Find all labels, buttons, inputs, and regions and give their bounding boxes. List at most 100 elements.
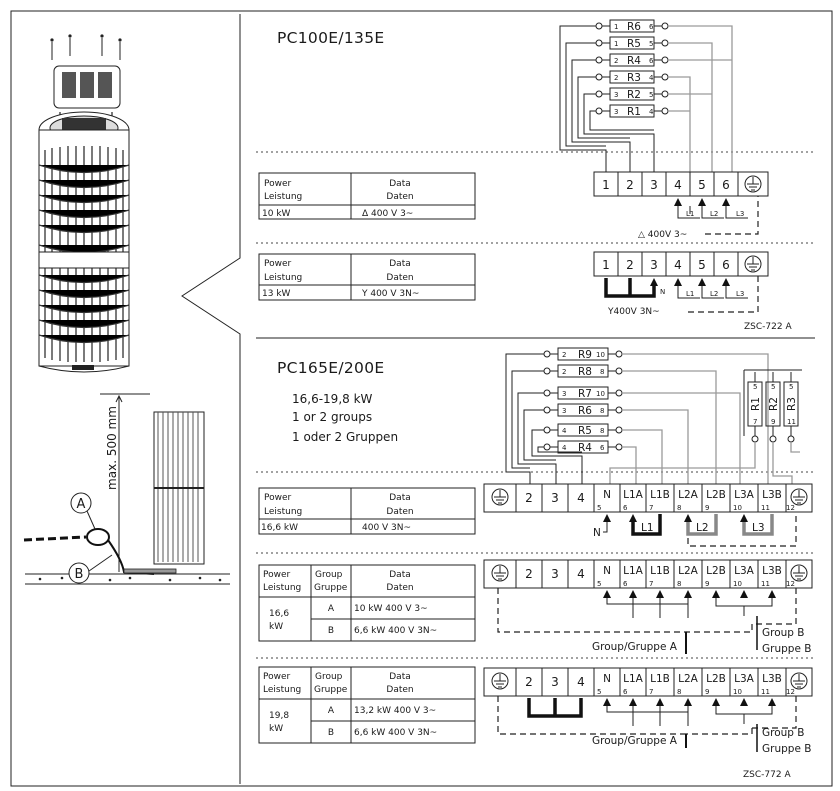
pc165-range: 16,6-19,8 kW (292, 392, 373, 406)
svg-text:Y 400 V 3N~: Y 400 V 3N~ (361, 289, 419, 299)
svg-text:10: 10 (596, 390, 605, 398)
pc100-pin: 4 (649, 108, 654, 116)
pc100-pin: 1 (614, 40, 618, 48)
svg-text:R8: R8 (578, 366, 592, 378)
svg-text:L2: L2 (696, 522, 709, 534)
svg-text:R5: R5 (578, 425, 592, 437)
svg-text:16,6: 16,6 (269, 609, 289, 619)
svg-text:11: 11 (787, 418, 796, 426)
svg-text:12: 12 (786, 580, 795, 588)
heater-illustration (38, 34, 130, 373)
svg-text:L1A: L1A (623, 673, 644, 685)
pc100-res-label: R3 (627, 72, 641, 84)
svg-text:kW: kW (269, 622, 283, 632)
svg-text:Group/Gruppe A: Group/Gruppe A (592, 735, 678, 747)
callout-b-label: B (75, 567, 84, 582)
svg-text:2: 2 (525, 567, 533, 581)
svg-text:9: 9 (771, 418, 775, 426)
svg-text:Leistung: Leistung (264, 507, 302, 517)
svg-text:8: 8 (600, 427, 604, 435)
svg-text:7: 7 (649, 580, 653, 588)
pc100-res-label: R1 (627, 106, 641, 118)
callout-divider (181, 14, 241, 784)
svg-text:R3: R3 (786, 397, 798, 411)
phase-l3: L3 (736, 210, 744, 218)
pc165-table-19kw-groups: Power Leistung Group Gruppe Data Daten 1… (258, 666, 476, 744)
svg-text:R2: R2 (768, 397, 780, 411)
ground-icon (744, 255, 762, 273)
svg-text:6,6 kW 400 V 3N~: 6,6 kW 400 V 3N~ (354, 728, 437, 738)
pc165-terminal-block-2: 2 3 4 N L1A L1B L2A L2B L3A L3B 5 6 7 8 … (483, 559, 813, 655)
svg-text:L2B: L2B (706, 489, 726, 501)
pc165-title: PC165E/200E (277, 359, 384, 377)
svg-text:L1A: L1A (623, 489, 644, 501)
svg-text:5: 5 (597, 504, 601, 512)
ground-icon (491, 488, 509, 506)
svg-text:L2: L2 (710, 290, 718, 298)
svg-text:R1: R1 (750, 397, 762, 411)
svg-text:Leistung: Leistung (264, 192, 302, 202)
svg-text:6: 6 (623, 688, 628, 696)
svg-text:12: 12 (786, 504, 795, 512)
svg-text:Daten: Daten (386, 273, 413, 283)
svg-text:Power: Power (264, 493, 292, 503)
svg-text:Gruppe: Gruppe (314, 583, 348, 593)
svg-text:7: 7 (649, 688, 653, 696)
svg-text:L2A: L2A (678, 565, 699, 577)
svg-text:A: A (328, 706, 335, 716)
svg-text:L3B: L3B (762, 565, 782, 577)
ground-icon (744, 175, 762, 193)
svg-text:1: 1 (602, 258, 610, 272)
svg-text:R9: R9 (578, 349, 592, 361)
svg-text:R4: R4 (578, 442, 592, 454)
svg-text:Leistung: Leistung (264, 273, 302, 283)
svg-text:Data: Data (389, 259, 411, 269)
svg-text:7: 7 (649, 504, 653, 512)
svg-text:N: N (603, 489, 611, 501)
svg-text:B: B (328, 626, 334, 636)
svg-text:4: 4 (562, 427, 567, 435)
svg-text:10: 10 (596, 351, 605, 359)
star-supply-label: Y400V 3N~ (607, 307, 660, 317)
svg-text:kW: kW (269, 724, 283, 734)
svg-text:N: N (603, 673, 611, 685)
pc165-code: ZSC-772 A (743, 770, 791, 780)
pc165-resistor-array: R9 R8 R7 R6 R5 R4 2 2 3 3 4 4 10 8 10 8 … (505, 347, 802, 484)
svg-text:2: 2 (525, 675, 533, 689)
pc100-table-13kw: Power Leistung Data Daten 13 kW Y 400 V … (258, 253, 476, 301)
svg-text:Group/Gruppe A: Group/Gruppe A (592, 641, 678, 653)
svg-text:7: 7 (753, 418, 757, 426)
svg-text:2: 2 (525, 491, 533, 505)
svg-text:9: 9 (705, 688, 709, 696)
svg-text:9: 9 (705, 580, 709, 588)
pc100-pin: 3 (614, 108, 618, 116)
svg-text:11: 11 (761, 688, 770, 696)
svg-text:3: 3 (551, 675, 559, 689)
svg-text:13,2 kW 400 V 3~: 13,2 kW 400 V 3~ (354, 706, 436, 716)
svg-text:6: 6 (623, 580, 628, 588)
pc100-table-10kw: Power Leistung Data Daten 10 kW Δ 400 V … (258, 172, 476, 220)
pc100-title: PC100E/135E (277, 29, 384, 47)
svg-text:L3A: L3A (734, 565, 755, 577)
svg-text:L3B: L3B (762, 489, 782, 501)
pc100-pin: 1 (614, 23, 618, 31)
pc100-res-label: R5 (627, 38, 641, 50)
svg-text:Group: Group (315, 672, 343, 682)
pc100-pin: 2 (614, 57, 618, 65)
svg-text:B: B (328, 728, 334, 738)
max-distance-label: max. 500 mm (105, 406, 119, 490)
terminal-3: 3 (650, 178, 658, 192)
svg-text:Power: Power (263, 672, 291, 682)
svg-text:2: 2 (626, 258, 634, 272)
terminal-1: 1 (602, 178, 610, 192)
svg-text:L3: L3 (736, 290, 744, 298)
svg-text:6: 6 (600, 444, 605, 452)
svg-text:4: 4 (577, 491, 585, 505)
svg-text:L3A: L3A (734, 489, 755, 501)
svg-text:10 kW 400 V 3~: 10 kW 400 V 3~ (354, 604, 428, 614)
pc100-pin: 4 (649, 74, 654, 82)
page-frame (10, 10, 833, 787)
terminal-2: 2 (626, 178, 634, 192)
pc100-terminal-block-star: 1 2 3 4 5 6 N L1 L2 L3 Y400V 3N~ ZSC-7 (593, 251, 792, 332)
pc100-pin: 6 (649, 23, 654, 31)
